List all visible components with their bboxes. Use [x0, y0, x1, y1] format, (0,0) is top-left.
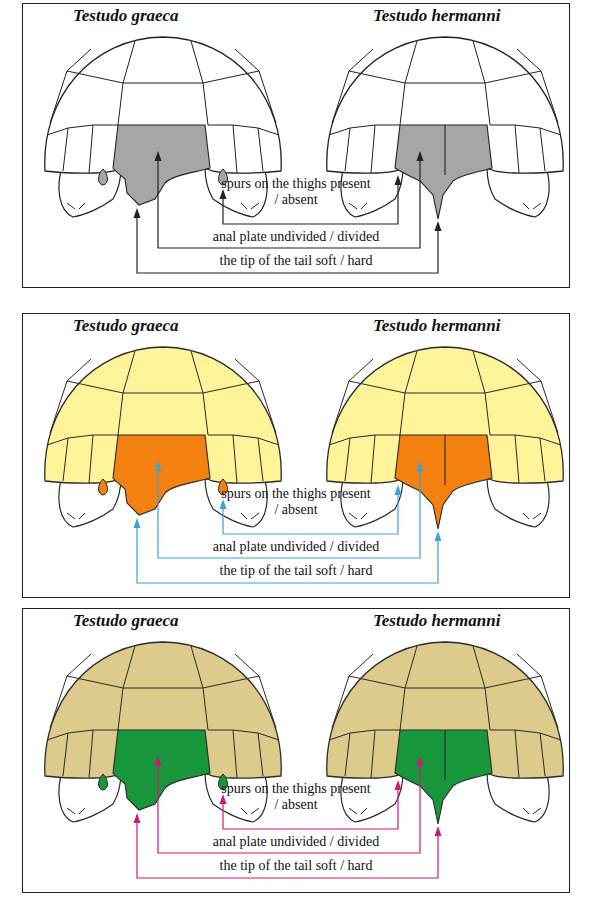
panel-art-orange: [45, 347, 563, 583]
feature-label: anal plate undivided / divided: [171, 229, 421, 245]
feature-label: spurs on the thighs present / absent: [221, 781, 371, 813]
species-title: Testudo graeca: [73, 316, 179, 336]
panel-box: Testudo graeca Testudo hermanni spurs on t…: [22, 3, 570, 288]
feature-label: the tip of the tail soft / hard: [171, 563, 421, 579]
species-title: Testudo graeca: [73, 611, 179, 631]
panel-box: Testudo graeca Testudo hermanni spurs on t…: [22, 313, 570, 598]
panel-box: Testudo graeca Testudo hermanni spurs on t…: [22, 608, 570, 893]
feature-label: anal plate undivided / divided: [171, 834, 421, 850]
feature-label: anal plate undivided / divided: [171, 539, 421, 555]
species-title: Testudo graeca: [73, 6, 179, 26]
feature-label: the tip of the tail soft / hard: [171, 858, 421, 874]
feature-label: spurs on the thighs present / absent: [221, 176, 371, 208]
panel-art-green: [45, 642, 563, 878]
species-title: Testudo hermanni: [373, 6, 500, 26]
feature-label: spurs on the thighs present / absent: [221, 486, 371, 518]
feature-label: the tip of the tail soft / hard: [171, 253, 421, 269]
panel-art-grey: [45, 37, 563, 273]
species-title: Testudo hermanni: [373, 611, 500, 631]
species-title: Testudo hermanni: [373, 316, 500, 336]
